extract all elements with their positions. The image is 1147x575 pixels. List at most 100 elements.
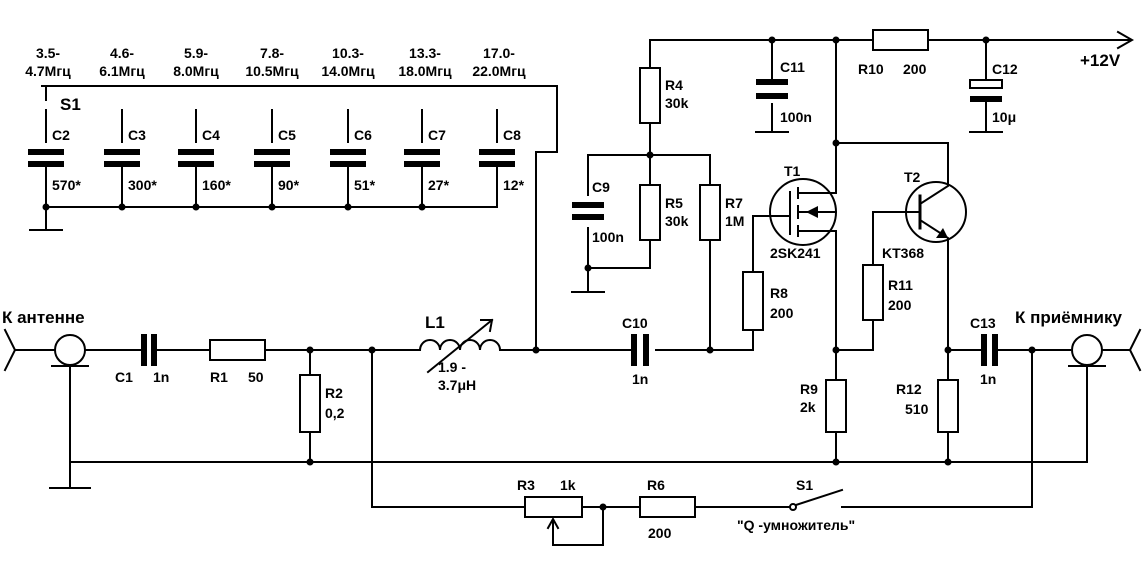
c1-value: 1n — [153, 369, 169, 385]
capacitor-c1 — [141, 334, 157, 366]
r8-ref: R8 — [770, 285, 788, 301]
c11-value: 100n — [780, 109, 812, 125]
capacitor-c9 — [572, 202, 604, 220]
band-label-4-bottom: 10.5Мгц — [245, 63, 299, 79]
band-switch: S1 — [41, 85, 558, 351]
switch-contact — [789, 503, 797, 511]
junction-dot — [306, 458, 314, 466]
c6-value: 51* — [354, 177, 376, 193]
resistor-r9 — [825, 379, 847, 433]
t1-arrow — [806, 206, 818, 218]
r11-value: 200 — [888, 297, 912, 313]
q-wire — [371, 349, 1033, 508]
r3-value: 1k — [560, 477, 576, 493]
t1-type: 2SK241 — [770, 245, 821, 261]
capacitor-c3 — [104, 149, 140, 167]
band-label-6-top: 13.3- — [409, 45, 441, 61]
receiver-connector — [1071, 334, 1103, 366]
c10-value: 1n — [632, 371, 648, 387]
resistor-r11 — [862, 264, 884, 321]
junction-dot — [584, 264, 592, 272]
band-label-3-top: 5.9- — [184, 45, 208, 61]
r10-ref: R10 — [858, 61, 884, 77]
band-label-7-bottom: 22.0Мгц — [472, 63, 526, 79]
inductor-adjust-arrow — [426, 318, 494, 374]
s1q-ref: S1 — [796, 477, 813, 493]
capacitor-c12-positive — [969, 79, 1003, 89]
t2-type: KT368 — [882, 245, 924, 261]
potentiometer-r3 — [524, 496, 583, 518]
band-label-7-top: 17.0- — [483, 45, 515, 61]
c11-ref: C11 — [780, 59, 805, 75]
input-chain: C1 1n R1 50 R2 0,2 — [84, 334, 421, 463]
c7-ref: C7 — [428, 127, 446, 143]
junction-dot — [599, 503, 607, 511]
transistor-t2: T2 KT368 R11 200 R12 510 — [835, 142, 967, 463]
resistor-r7 — [699, 184, 721, 241]
t2-wires — [835, 142, 949, 463]
c13-value: 1n — [980, 371, 996, 387]
junction-dot — [42, 203, 50, 211]
r1-ref: R1 — [210, 369, 228, 385]
c9-ref: C9 — [592, 179, 610, 195]
c1-ref: C1 — [115, 369, 133, 385]
c3-ref: C3 — [128, 127, 146, 143]
arrow-head — [480, 319, 494, 333]
switch-s1-lever — [794, 488, 844, 507]
junction-dot — [192, 203, 200, 211]
antenna-wires — [14, 349, 91, 489]
antenna-label: К антенне — [2, 308, 85, 327]
antenna-arrow — [3, 328, 17, 372]
r5-ref: R5 — [665, 195, 683, 211]
c13-ref: C13 — [970, 315, 996, 331]
c6-ref: C6 — [354, 127, 372, 143]
c9-value: 100n — [592, 229, 624, 245]
capacitor-c6 — [330, 149, 366, 167]
r10-value: 200 — [903, 61, 927, 77]
l1-value-top: 1.9 - — [438, 359, 466, 375]
gate-bias-network: C10 1n R4 30k R5 30k R7 1M C9 100n R8 20… — [535, 39, 1131, 387]
band-switch-wire — [41, 85, 558, 351]
capacitor-c5 — [254, 149, 290, 167]
r9-value: 2k — [800, 399, 816, 415]
r9-ref: R9 — [800, 381, 818, 397]
junction-dot — [768, 36, 776, 44]
r6-value: 200 — [648, 525, 672, 541]
r7-ref: R7 — [725, 195, 743, 211]
capacitor-c11 — [756, 79, 788, 99]
r12-ref: R12 — [896, 381, 922, 397]
c12-ref: C12 — [992, 61, 1018, 77]
r12-value: 510 — [905, 401, 929, 417]
band-label-3-bottom: 8.0Мгц — [173, 63, 219, 79]
c4-ref: C4 — [202, 127, 220, 143]
c4-value: 160* — [202, 177, 231, 193]
transistor-t1: T1 2SK241 R9 2k — [769, 39, 847, 463]
r4-ref: R4 — [665, 77, 683, 93]
c11-leads — [755, 39, 789, 133]
capacitor-c8 — [479, 149, 515, 167]
resistor-r6 — [639, 496, 696, 518]
c2-ref: C2 — [52, 127, 70, 143]
t2-ref: T2 — [904, 169, 921, 185]
junction-dot — [118, 203, 126, 211]
capacitor-c7 — [404, 149, 440, 167]
resistor-r1 — [209, 339, 266, 361]
gate-wire — [535, 215, 791, 351]
r2-ref: R2 — [325, 385, 343, 401]
c12-leads — [969, 39, 1003, 133]
c5-value: 90* — [278, 177, 300, 193]
band-label-6-bottom: 18.0Мгц — [398, 63, 452, 79]
band-label-2-bottom: 6.1Мгц — [99, 63, 145, 79]
r1-value: 50 — [248, 369, 264, 385]
l1-ref: L1 — [425, 313, 445, 332]
c10-ref: C10 — [622, 315, 648, 331]
r6-ref: R6 — [647, 477, 665, 493]
t1-ref: T1 — [784, 163, 801, 179]
r3-ref: R3 — [517, 477, 535, 493]
r7-value: 1M — [725, 213, 744, 229]
r11-wire — [835, 319, 874, 351]
junction-dot — [268, 203, 276, 211]
q-multiplier-branch: R3 1k R6 200 S1 "Q -умножитель" — [371, 346, 1036, 546]
band-switch-ref: S1 — [60, 95, 81, 114]
